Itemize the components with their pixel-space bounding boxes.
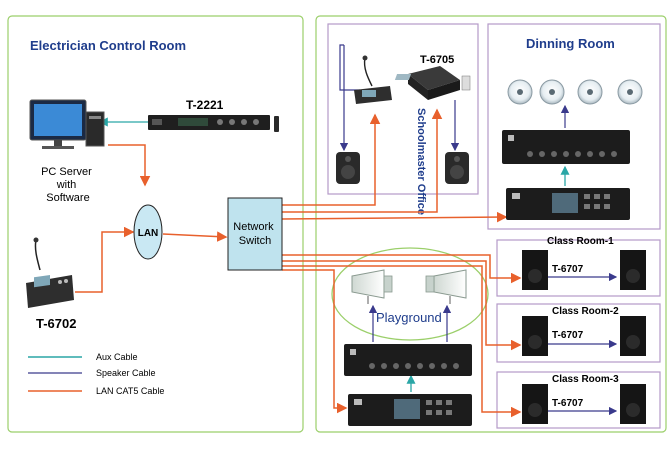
playground-network-receiver-icon (348, 394, 472, 426)
class-room-3-title: Class Room-3 (552, 374, 619, 385)
office-title: Schoolmaster Office (415, 108, 427, 215)
ceiling-speaker-1-icon (507, 79, 533, 105)
speaker-cable-office-left (339, 44, 360, 91)
horn-speaker-right-icon (425, 269, 467, 304)
dining-mixer-amp-icon (502, 130, 630, 164)
tuner-icon (148, 115, 270, 130)
paging-console-icon (26, 237, 74, 308)
dining-room-border (487, 23, 661, 230)
class-room-1-speaker-left-icon (522, 250, 548, 290)
class-room-3-speaker-left-icon (522, 384, 548, 424)
lan-cable-console-lan (75, 226, 135, 293)
network-switch-icon: Network Switch (227, 197, 283, 271)
lan-cable-switch-t6705 (282, 108, 443, 213)
dining-network-receiver-icon (506, 188, 630, 220)
class-room-2-speaker-right-icon (620, 316, 646, 356)
remote-icon (274, 116, 279, 132)
pc-server-icon (29, 99, 105, 149)
ceiling-speaker-4-icon (617, 79, 643, 105)
class-room-3-amp-label: T-6707 (552, 398, 584, 409)
class-room-1-amp-label: T-6707 (552, 264, 584, 275)
lan-cable-pc-lan (108, 144, 151, 187)
class-room-3-border (496, 371, 661, 429)
lan-cable-switch-office-mic (282, 113, 381, 206)
pc-server-label: PC Server with Software (41, 166, 95, 204)
office-console-icon (394, 66, 471, 100)
ceiling-speaker-2-icon (539, 79, 565, 105)
control-room-border (7, 15, 304, 433)
legend-lan-label: LAN CAT5 Cable (96, 386, 164, 396)
lan-label: LAN (138, 228, 159, 239)
lan-cable-switch-dining (281, 211, 508, 223)
paging-console-model-label: T-6702 (36, 316, 76, 331)
office-speaker-left-icon (336, 152, 360, 184)
ceiling-speaker-3-icon (577, 79, 603, 105)
class-room-3-speaker-right-icon (620, 384, 646, 424)
lan-cable-switch-class1 (282, 254, 522, 284)
lan-node: LAN (133, 204, 163, 260)
class-room-2-border (496, 303, 661, 363)
tuner-model-label: T-2221 (186, 98, 224, 112)
office-microphone-icon (354, 55, 392, 104)
class-room-1-border (496, 239, 661, 297)
class-room-2-title: Class Room-2 (552, 306, 619, 317)
office-room-border (327, 23, 479, 195)
playground-mixer-amp-icon (344, 344, 472, 376)
lan-cable-switch-class2 (282, 260, 522, 351)
playground-title: Playground (376, 310, 442, 325)
control-room-title: Electrician Control Room (30, 38, 186, 53)
network-switch-label: Network Switch (233, 221, 276, 247)
playground-border (331, 247, 489, 341)
campus-border (315, 15, 667, 433)
class-room-1-title: Class Room-1 (547, 236, 614, 247)
horn-speaker-left-icon (351, 269, 393, 304)
lan-cable-lan-switch (162, 231, 228, 242)
lan-cable-switch-class3 (282, 265, 522, 418)
lan-cable-switch-playground (282, 269, 348, 414)
office-console-model-label: T-6705 (420, 54, 454, 66)
legend-aux-label: Aux Cable (96, 352, 138, 362)
class-room-2-amp-label: T-6707 (552, 330, 584, 341)
legend-speaker-label: Speaker Cable (96, 368, 156, 378)
legend: Aux Cable Speaker Cable LAN CAT5 Cable (28, 352, 164, 396)
dining-room-title: Dinning Room (526, 36, 615, 51)
class-room-1-speaker-right-icon (620, 250, 646, 290)
class-room-2-speaker-left-icon (522, 316, 548, 356)
office-speaker-right-icon (445, 152, 469, 184)
